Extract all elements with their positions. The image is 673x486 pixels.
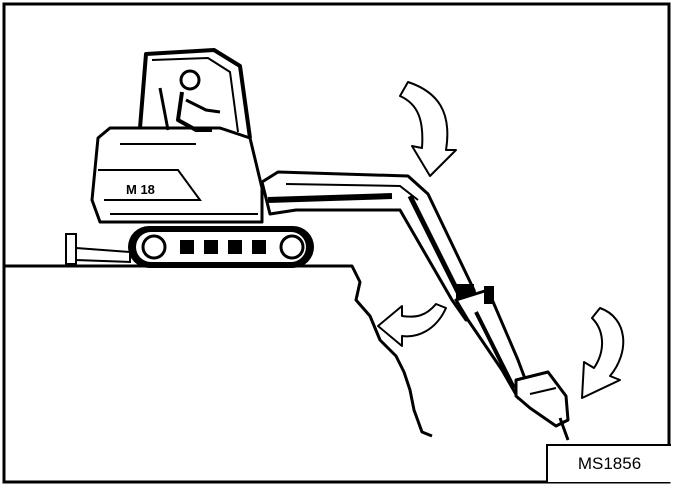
upper-body: M 18 xyxy=(92,128,262,222)
cab-marking: M 18 xyxy=(126,182,155,197)
crawler-track xyxy=(128,226,314,268)
curved-arrow-icon xyxy=(400,82,456,176)
operator-head xyxy=(181,71,199,89)
curved-arrow-icon xyxy=(582,308,623,398)
outer-border xyxy=(4,4,669,482)
bucket xyxy=(516,372,568,440)
dozer-blade xyxy=(66,234,130,264)
curved-arrow-icon xyxy=(378,304,446,346)
figure-label: MS1856 xyxy=(546,444,671,482)
cab xyxy=(140,50,250,138)
ground-cliff xyxy=(4,266,432,436)
